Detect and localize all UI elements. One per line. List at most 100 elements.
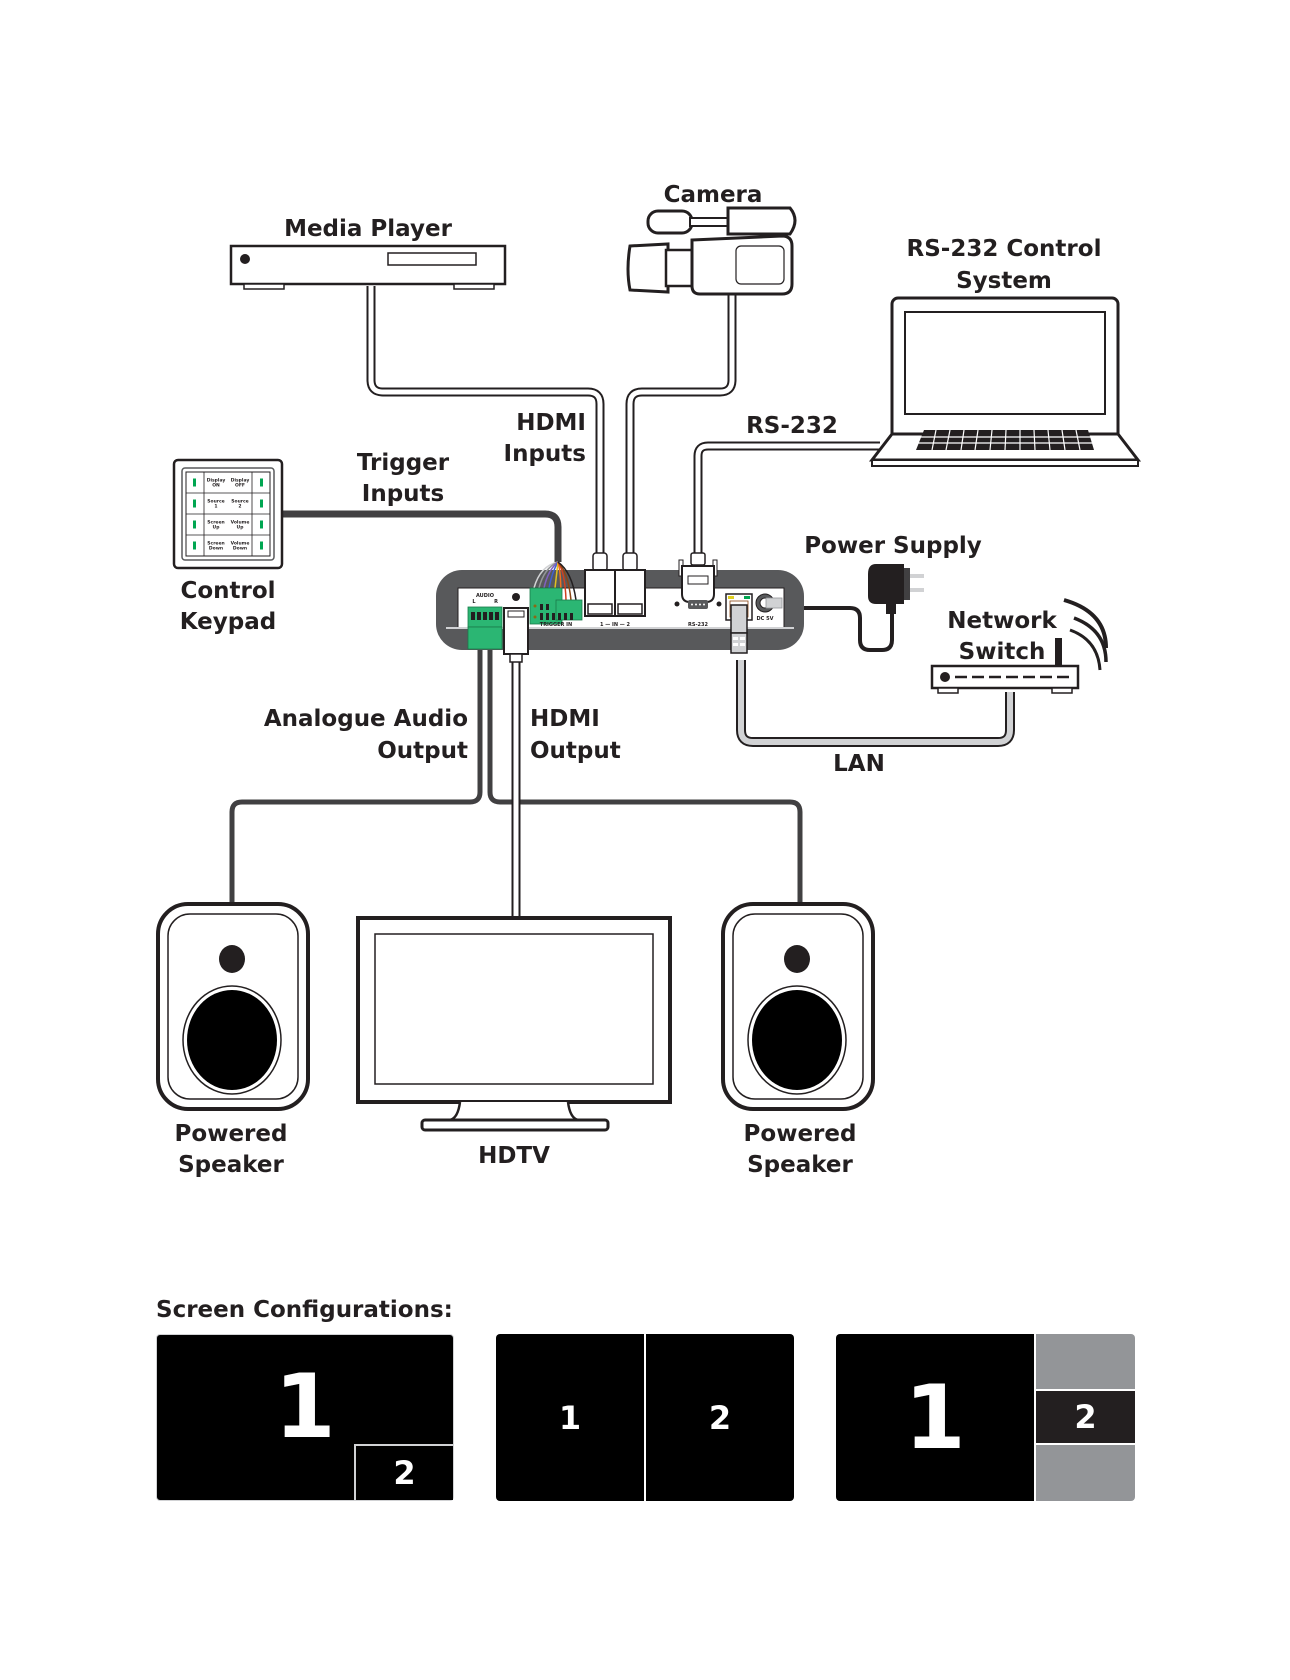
pop-side-bottom-fill — [1036, 1445, 1135, 1501]
pop-main-window: 1 — [836, 1334, 1034, 1501]
dc-power-jack — [755, 593, 783, 613]
rs232-db9-connector — [674, 552, 722, 609]
label-analogue-audio-2: Output — [377, 738, 468, 764]
panel-label-dc: DC 5V — [757, 616, 774, 622]
audio-terminal-block — [467, 606, 503, 650]
switcher-device: AUDIO L R — [436, 552, 804, 663]
audio-cables — [229, 650, 803, 905]
label-power-supply: Power Supply — [804, 533, 982, 559]
keypad-led-icon — [260, 478, 263, 487]
hdtv — [356, 916, 672, 1132]
keypad-button-label: Source — [231, 499, 248, 505]
panel-label-audio-r: R — [494, 599, 498, 605]
lan-rj45-connector — [725, 593, 753, 654]
label-rs232: RS-232 — [746, 413, 838, 439]
keypad-led-icon — [193, 520, 196, 529]
keypad-button-label: Volume — [231, 541, 250, 547]
keypad-led-icon — [260, 520, 263, 529]
keypad-button-label: Display — [207, 478, 226, 484]
trigger-terminal-block — [529, 561, 583, 625]
panel-label-rs232: RS-232 — [688, 622, 708, 628]
keypad-button-label: Volume — [231, 520, 250, 526]
laptop — [868, 296, 1142, 467]
label-control-keypad-1: Control — [180, 578, 275, 604]
keypad-led-icon — [260, 499, 263, 508]
pop-main-number: 1 — [904, 1366, 966, 1469]
powered-speaker-right — [721, 902, 875, 1111]
label-rs232-control-system-1: RS-232 Control — [907, 236, 1102, 262]
tweeter-icon — [784, 945, 810, 973]
antenna-icon — [1055, 638, 1062, 666]
keypad-led-icon — [193, 478, 196, 487]
keypad-button-label: Screen — [207, 541, 224, 547]
screen-config-pbp: 1 2 — [496, 1334, 794, 1501]
pbp-left-window: 1 — [496, 1334, 644, 1501]
pip-main-number: 1 — [274, 1355, 336, 1458]
panel-label-audio: AUDIO — [476, 593, 494, 599]
keypad-led-icon — [193, 541, 196, 550]
label-speaker-left-2: Speaker — [178, 1152, 284, 1178]
ir-window-icon — [512, 593, 520, 601]
power-cable — [795, 606, 894, 652]
rs232-cable — [693, 441, 880, 560]
keypad-button-label: Source — [207, 499, 224, 505]
label-lan: LAN — [833, 751, 885, 777]
keyboard-icon — [916, 429, 1094, 451]
keypad-button-label: Screen — [207, 520, 224, 526]
keypad-button-label: Up — [237, 525, 245, 531]
label-rs232-control-system-2: System — [956, 268, 1052, 294]
label-hdmi-inputs-1: HDMI — [516, 410, 586, 436]
camera — [626, 206, 797, 296]
label-hdmi-output-1: HDMI — [530, 706, 600, 732]
keypad-button-label: Down — [209, 546, 223, 552]
label-trigger-inputs-2: Inputs — [362, 481, 444, 507]
keypad-button-label: ON — [212, 483, 220, 489]
control-keypad: DisplayONDisplayOFFSource1Source2ScreenU… — [172, 458, 284, 570]
pip-inset-number: 2 — [393, 1454, 416, 1492]
label-control-keypad-2: Keypad — [180, 609, 276, 635]
powered-speaker-left — [156, 902, 310, 1111]
network-switch — [930, 598, 1108, 694]
label-trigger-inputs-1: Trigger — [357, 450, 450, 476]
media-player — [229, 244, 507, 290]
hdmi-input-connector-2 — [614, 552, 646, 617]
wireless-signal-icon — [1063, 598, 1108, 671]
power-supply — [868, 564, 924, 614]
label-network-switch-2: Switch — [959, 639, 1046, 665]
hdmi-input-connector-1 — [584, 552, 616, 617]
keypad-led-icon — [260, 541, 263, 550]
panel-label-in-ports: 1 — IN — 2 — [600, 622, 630, 628]
screen-config-pip: 1 2 — [156, 1334, 454, 1501]
keypad-led-icon — [193, 499, 196, 508]
hdmi-cable-media-player — [366, 286, 605, 560]
hdmi-output-connector — [503, 607, 529, 663]
keypad-button-label: Up — [213, 525, 221, 531]
keypad-button-label: Down — [233, 546, 247, 552]
lan-cable — [736, 660, 1015, 747]
screen-configurations-title: Screen Configurations: — [156, 1297, 453, 1323]
label-network-switch-1: Network — [947, 608, 1057, 634]
label-hdmi-output-2: Output — [530, 738, 621, 764]
label-speaker-right-1: Powered — [744, 1121, 857, 1147]
label-hdtv: HDTV — [478, 1143, 550, 1169]
label-hdmi-inputs-2: Inputs — [504, 441, 586, 467]
pop-side-top-fill — [1036, 1334, 1135, 1389]
label-camera: Camera — [664, 182, 763, 208]
tweeter-icon — [219, 945, 245, 973]
woofer-icon — [187, 990, 277, 1090]
keypad-button-label: 1 — [214, 504, 217, 510]
keypad-button-label: OFF — [235, 483, 245, 489]
trigger-cable — [283, 510, 562, 562]
power-led-icon — [240, 254, 250, 264]
pbp-left-number: 1 — [558, 1398, 582, 1437]
label-speaker-left-1: Powered — [175, 1121, 288, 1147]
keypad-button-label: Display — [231, 478, 250, 484]
label-analogue-audio-1: Analogue Audio — [264, 706, 468, 732]
screen-config-pop: 1 2 — [836, 1334, 1136, 1501]
pop-side-window: 2 — [1036, 1391, 1135, 1443]
pip-inset-window: 2 — [354, 1444, 453, 1500]
label-media-player: Media Player — [284, 216, 453, 242]
pbp-right-window: 2 — [646, 1334, 794, 1501]
panel-label-trigger-in: TRIGGER IN — [540, 622, 572, 628]
